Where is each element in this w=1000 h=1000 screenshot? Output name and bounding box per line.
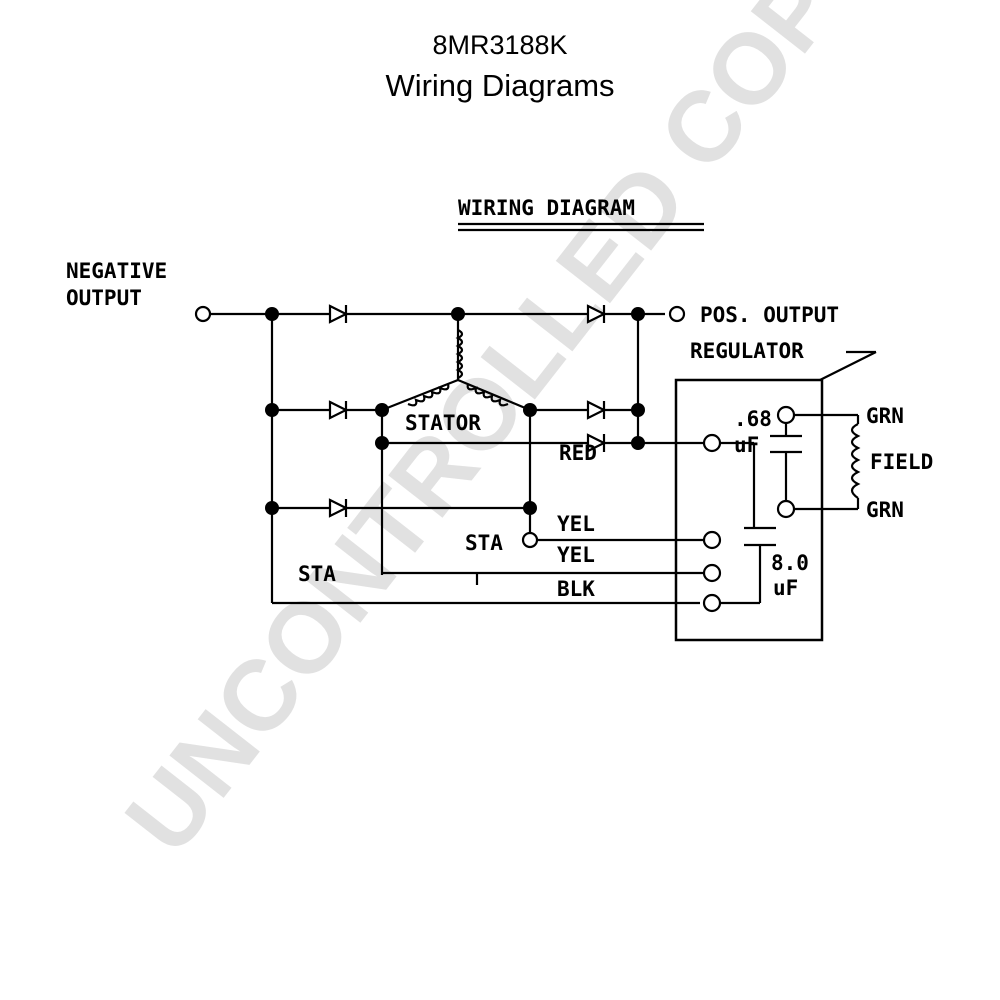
negative-output-label-2: OUTPUT <box>66 286 142 310</box>
yel-wire-label-1: YEL <box>557 512 595 536</box>
part-number-title: 8MR3188K <box>432 30 568 60</box>
regulator-arrow <box>819 351 877 381</box>
field-coil <box>850 423 861 499</box>
sta-label-1: STA <box>465 531 503 555</box>
diagram-heading: WIRING DIAGRAM <box>458 196 635 220</box>
yel-wire-label-2: YEL <box>557 543 595 567</box>
regulator-internals <box>720 413 860 605</box>
red-wire-label: RED <box>559 441 597 465</box>
large-capacitor-unit: uF <box>773 576 798 600</box>
page-subtitle: Wiring Diagrams <box>385 68 615 103</box>
sta-label-2: STA <box>298 562 336 586</box>
small-capacitor-value: .68 <box>734 407 772 431</box>
blk-wire-label: BLK <box>557 577 595 601</box>
large-capacitor-value: 8.0 <box>771 551 809 575</box>
junction-dots <box>265 307 645 515</box>
field-label: FIELD <box>870 450 933 474</box>
grn-top-label: GRN <box>866 404 904 428</box>
negative-output-label-1: NEGATIVE <box>66 259 167 283</box>
small-capacitor-unit: uF <box>734 433 759 457</box>
stator-coils <box>407 329 509 407</box>
grn-bottom-label: GRN <box>866 498 904 522</box>
stator-label: STATOR <box>405 411 481 435</box>
regulator-label: REGULATOR <box>690 339 804 363</box>
pos-output-label: POS. OUTPUT <box>700 303 839 327</box>
diodes <box>328 304 607 518</box>
